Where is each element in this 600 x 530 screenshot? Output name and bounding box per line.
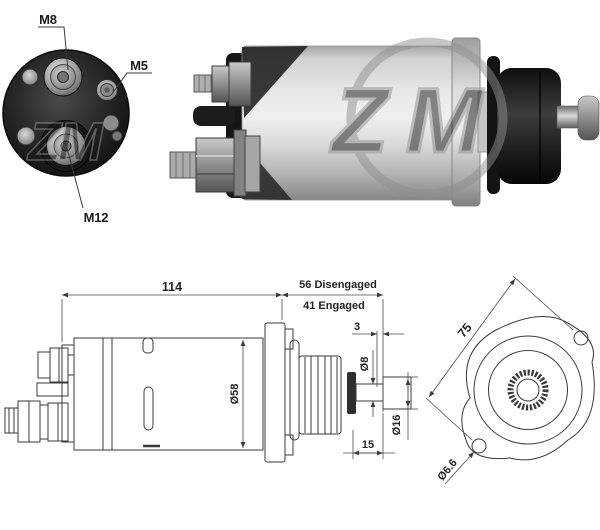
- drawing-terminals: [4, 347, 75, 443]
- flange-step-top: [284, 328, 294, 350]
- bore: [516, 378, 540, 402]
- mount-hole-top: [573, 330, 589, 346]
- dim-41-engaged: 41 Engaged: [303, 300, 365, 312]
- top-slot: [142, 337, 154, 354]
- pilot-circle-mid: [488, 350, 568, 430]
- leader-m12: [66, 147, 84, 209]
- mount-hole-bottom: [471, 438, 487, 454]
- dim-d8: Ø8: [359, 357, 371, 372]
- drawing-boot: [289, 339, 342, 441]
- side-drawing-dimensions: [61, 292, 418, 459]
- brand-watermark-side: Z M: [327, 37, 508, 199]
- dim-d6-6: Ø6.6: [435, 457, 459, 483]
- pilot-circle-outer: [473, 335, 583, 445]
- leader-m5: [111, 72, 152, 95]
- brand-watermark: ZM: [26, 112, 104, 172]
- photo-terminals: [169, 61, 261, 197]
- dim-3: 3: [354, 321, 360, 333]
- side-view-drawing: 114 56 Disengaged 41 Engaged 3 Ø58 Ø8 Ø1…: [4, 279, 418, 463]
- dim-56-disengaged: 56 Disengaged: [299, 279, 377, 291]
- drawing-head: [382, 376, 412, 410]
- flange-step-bottom: [284, 434, 294, 456]
- front-view-drawing: 75 Ø6.6: [425, 275, 595, 485]
- dim-75: 75: [455, 321, 475, 341]
- label-m12: M12: [84, 210, 109, 225]
- photo-boot-body: [497, 68, 561, 184]
- small-pin: [111, 130, 123, 142]
- side-slot: [143, 386, 154, 431]
- watermark-m: M: [406, 70, 485, 172]
- label-m8: M8: [39, 12, 57, 27]
- boot-disc: [289, 339, 300, 441]
- leader-m8: [38, 26, 69, 71]
- terminal-m12: [40, 120, 92, 172]
- boot-collar: [347, 372, 356, 414]
- boot-bellows: [298, 355, 342, 435]
- rear-cap: [73, 337, 113, 451]
- rear-view-photo: ZM M8 M5 M12: [2, 12, 152, 225]
- side-view-photo: Z M: [169, 37, 600, 207]
- label-m5: M5: [130, 58, 148, 73]
- small-hex: [102, 114, 120, 132]
- cap-edge-top: [242, 46, 308, 118]
- drawing-rod: [355, 383, 384, 402]
- main-housing: [111, 337, 264, 451]
- small-nut: [16, 126, 36, 146]
- watermark-circle: [346, 37, 508, 199]
- terminal-m8: [43, 57, 83, 97]
- front-flange-outline: [461, 316, 595, 461]
- terminal-m5: [96, 79, 118, 101]
- flange-contour: [461, 316, 595, 461]
- dim-d16: Ø16: [391, 415, 403, 436]
- dim-15: 15: [362, 439, 374, 451]
- watermark-z: Z: [329, 70, 392, 172]
- knurl-ring: [507, 369, 549, 411]
- photo-plunger-head: [577, 95, 600, 141]
- front-drawing-dimensions: [425, 275, 574, 485]
- small-stud: [21, 68, 39, 86]
- mounting-flange: [264, 322, 286, 463]
- drawing-body-outline: [4, 322, 412, 463]
- dim-d58: Ø58: [229, 384, 241, 405]
- dim-114: 114: [162, 280, 182, 294]
